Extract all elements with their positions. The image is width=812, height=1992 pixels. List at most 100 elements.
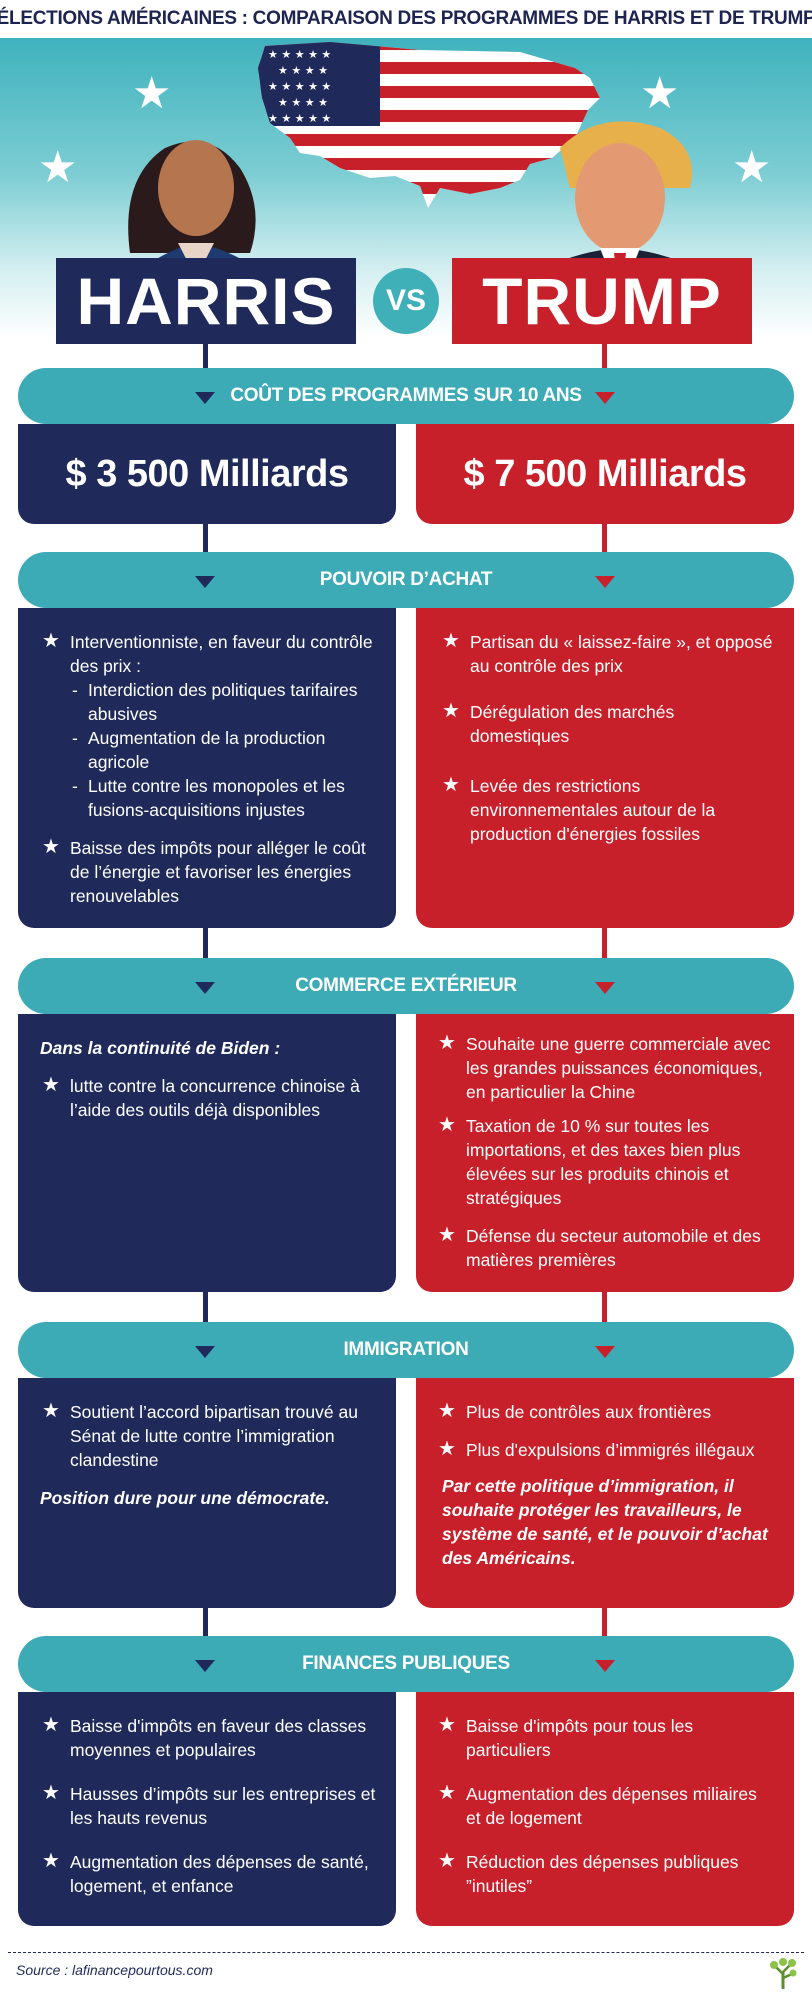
- section-header-cost: COÛT DES PROGRAMMES SUR 10 ANS: [18, 368, 794, 424]
- section-title: COÛT DES PROGRAMMES SUR 10 ANS: [230, 385, 582, 406]
- star-bullet-icon: ★: [42, 1074, 60, 1096]
- trump-name: TRUMP: [482, 264, 722, 338]
- item-text: Augmentation des dépenses miliaires et d…: [466, 1784, 757, 1828]
- note-text: Position dure pour une démocrate.: [40, 1488, 330, 1508]
- item-text: Hausses d’impôts sur les entreprises et …: [70, 1784, 376, 1828]
- svg-text:★ ★ ★ ★: ★ ★ ★ ★: [278, 96, 328, 109]
- star-bullet-icon: ★: [438, 1850, 456, 1872]
- harris-finances-panel: ★ Baisse d'impôts en faveur des classes …: [18, 1692, 396, 1926]
- footer: Source : lafinancepourtous.com: [0, 1950, 812, 1992]
- star-bullet-icon: ★: [438, 1032, 456, 1054]
- harris-pouvoir-achat-panel: ★ Interventionniste, en faveur du contrô…: [18, 608, 396, 928]
- list-item: ★ Plus de contrôles aux frontières: [438, 1400, 774, 1424]
- item-text: Dérégulation des marchés domestiques: [470, 702, 675, 746]
- triangle-down-icon: [595, 1346, 615, 1358]
- item-text: Baisse d'impôts pour tous les particulie…: [466, 1716, 694, 1760]
- section-title: COMMERCE EXTÉRIEUR: [295, 975, 517, 996]
- list-item: ★ Partisan du « laissez-faire », et oppo…: [442, 630, 774, 678]
- triangle-down-icon: [595, 576, 615, 588]
- note-text: Par cette politique d’immigration, il so…: [442, 1476, 768, 1568]
- section-header-finances-publiques: FINANCES PUBLIQUES: [18, 1636, 794, 1692]
- item-text: Défense du secteur automobile et des mat…: [466, 1226, 761, 1270]
- triangle-down-icon: [595, 982, 615, 994]
- triangle-down-icon: [195, 576, 215, 588]
- svg-text:★ ★ ★ ★ ★: ★ ★ ★ ★ ★: [268, 48, 331, 61]
- list-item: ★ Taxation de 10 % sur toutes les import…: [438, 1114, 774, 1210]
- sub-item: -Lutte contre les monopoles et les fusio…: [72, 776, 345, 820]
- sub-item-text: Interdiction des politiques tarifaires a…: [88, 680, 358, 724]
- sub-item: -Augmentation de la production agricole: [72, 728, 326, 772]
- star-bullet-icon: ★: [42, 1782, 60, 1804]
- harris-cost-value: $ 3 500 Milliards: [65, 452, 350, 495]
- star-bullet-icon: ★: [438, 1438, 456, 1460]
- harris-commerce-panel: Dans la continuité de Biden : ★ lutte co…: [18, 1014, 396, 1292]
- list-item: ★ Levée des restrictions environnemental…: [442, 774, 774, 846]
- item-text: Souhaite une guerre commerciale avec les…: [466, 1034, 771, 1102]
- svg-text:★ ★ ★ ★: ★ ★ ★ ★: [278, 64, 328, 77]
- item-text: Levée des restrictions environnementales…: [470, 776, 716, 844]
- list-item: ★ Dérégulation des marchés domestiques: [442, 700, 774, 748]
- note-text: Dans la continuité de Biden :: [40, 1038, 281, 1058]
- trump-cost-panel: $ 7 500 Milliards: [416, 424, 794, 524]
- star-bullet-icon: ★: [438, 1400, 456, 1422]
- section-title: POUVOIR D’ACHAT: [319, 569, 493, 590]
- vs-badge: VS: [373, 268, 439, 334]
- harris-cost-panel: $ 3 500 Milliards: [18, 424, 396, 524]
- sub-item-text: Lutte contre les monopoles et les fusion…: [88, 776, 345, 820]
- star-icon: ★: [640, 69, 680, 118]
- item-text: Réduction des dépenses publiques ”inutil…: [466, 1852, 739, 1896]
- harris-name: HARRIS: [76, 264, 336, 338]
- section-title: IMMIGRATION: [343, 1339, 469, 1360]
- svg-text:★ ★ ★ ★ ★: ★ ★ ★ ★ ★: [268, 112, 331, 125]
- harris-immigration-panel: ★ Soutient l’accord bipartisan trouvé au…: [18, 1378, 396, 1608]
- star-bullet-icon: ★: [438, 1224, 456, 1246]
- star-icon: ★: [38, 143, 78, 192]
- trump-cost-value: $ 7 500 Milliards: [463, 452, 748, 495]
- list-item: ★ Baisse des impôts pour alléger le coût…: [42, 836, 376, 908]
- triangle-down-icon: [595, 392, 615, 404]
- triangle-down-icon: [195, 1660, 215, 1672]
- list-item: ★ Hausses d’impôts sur les entreprises e…: [42, 1782, 376, 1830]
- page-title: ÉLECTIONS AMÉRICAINES : COMPARAISON DES …: [0, 8, 812, 29]
- list-item: ★ Défense du secteur automobile et des m…: [438, 1224, 774, 1272]
- item-text: Augmentation des dépenses de santé, loge…: [70, 1852, 369, 1896]
- item-text: Plus d'expulsions d’immigrés illégaux: [466, 1440, 755, 1460]
- list-item: ★ lutte contre la concurrence chinoise à…: [42, 1074, 376, 1122]
- harris-name-banner: HARRIS: [56, 258, 356, 344]
- source-credit: Source : lafinancepourtous.com: [16, 1962, 213, 1978]
- list-item: ★ Baisse d'impôts pour tous les particul…: [438, 1714, 774, 1762]
- star-bullet-icon: ★: [438, 1114, 456, 1136]
- sub-item-text: Augmentation de la production agricole: [88, 728, 326, 772]
- section-header-immigration: IMMIGRATION: [18, 1322, 794, 1378]
- star-bullet-icon: ★: [42, 1850, 60, 1872]
- star-bullet-icon: ★: [442, 700, 460, 722]
- star-bullet-icon: ★: [442, 774, 460, 796]
- page-title-bar: ÉLECTIONS AMÉRICAINES : COMPARAISON DES …: [0, 0, 812, 38]
- star-bullet-icon: ★: [42, 836, 60, 858]
- item-text: Baisse d'impôts en faveur des classes mo…: [70, 1716, 367, 1760]
- list-item: ★ Souhaite une guerre commerciale avec l…: [438, 1032, 774, 1104]
- list-item: ★ Réduction des dépenses publiques ”inut…: [438, 1850, 774, 1898]
- triangle-down-icon: [195, 1346, 215, 1358]
- trump-immigration-panel: ★ Plus de contrôles aux frontières ★ Plu…: [416, 1378, 794, 1608]
- star-icon: ★: [732, 143, 772, 192]
- item-text: lutte contre la concurrence chinoise à l…: [70, 1076, 360, 1120]
- star-bullet-icon: ★: [42, 1714, 60, 1736]
- triangle-down-icon: [595, 1660, 615, 1672]
- star-bullet-icon: ★: [438, 1782, 456, 1804]
- section-title: FINANCES PUBLIQUES: [302, 1653, 510, 1674]
- svg-text:★ ★ ★ ★ ★: ★ ★ ★ ★ ★: [268, 80, 331, 93]
- star-bullet-icon: ★: [438, 1714, 456, 1736]
- star-bullet-icon: ★: [42, 1400, 60, 1422]
- sub-item: -Interdiction des politiques tarifaires …: [72, 680, 358, 724]
- list-item: ★ Augmentation des dépenses miliaires et…: [438, 1782, 774, 1830]
- triangle-down-icon: [195, 392, 215, 404]
- item-text: Plus de contrôles aux frontières: [466, 1402, 712, 1422]
- list-item: ★ Baisse d'impôts en faveur des classes …: [42, 1714, 376, 1762]
- trump-name-banner: TRUMP: [452, 258, 752, 344]
- vs-label: VS: [385, 284, 427, 317]
- section-header-pouvoir-achat: POUVOIR D’ACHAT: [18, 552, 794, 608]
- list-item: ★ Interventionniste, en faveur du contrô…: [42, 630, 376, 822]
- star-icon: ★: [132, 69, 172, 118]
- item-text: Baisse des impôts pour alléger le coût d…: [70, 838, 366, 906]
